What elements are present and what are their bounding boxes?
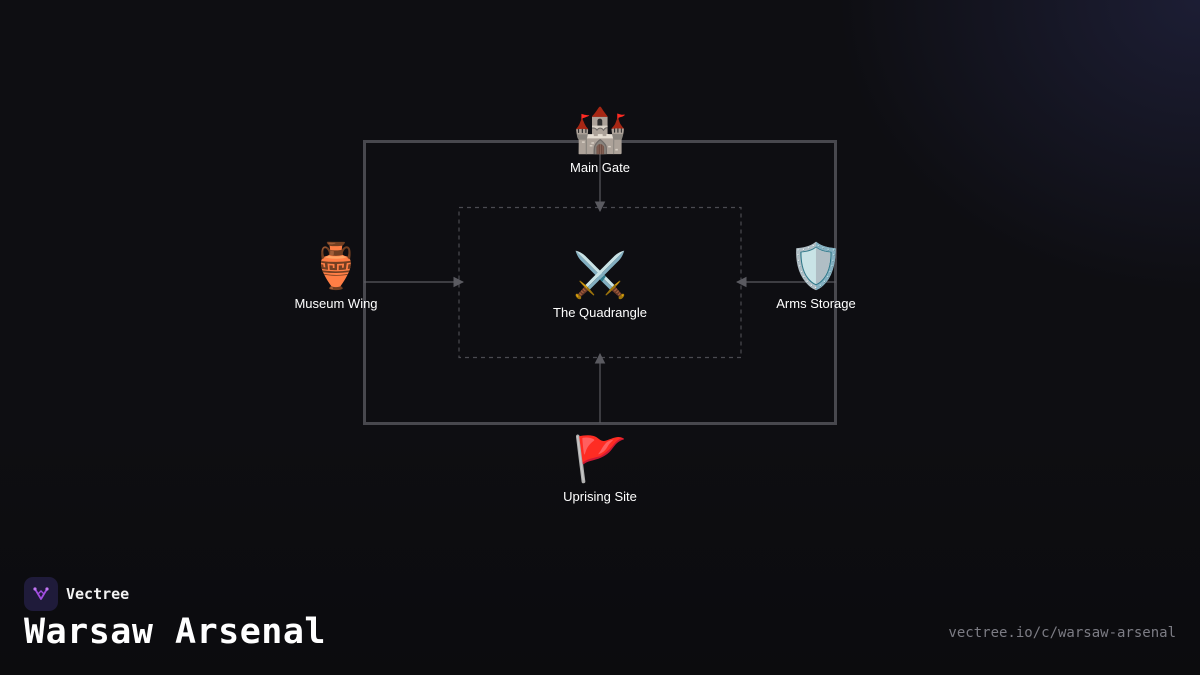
node-museum-wing[interactable]: 🏺 Museum Wing bbox=[294, 241, 378, 312]
node-arms-storage[interactable]: 🛡️ Arms Storage bbox=[776, 241, 856, 312]
node-label: Museum Wing bbox=[294, 296, 378, 311]
node-label: The Quadrangle bbox=[553, 305, 647, 320]
amphora-icon: 🏺 bbox=[308, 241, 364, 292]
node-uprising-site[interactable]: 🚩 Uprising Site bbox=[563, 434, 637, 505]
crossed-swords-icon: ⚔️ bbox=[572, 250, 628, 301]
page-title: Warsaw Arsenal bbox=[24, 612, 327, 652]
node-label: Uprising Site bbox=[563, 489, 637, 504]
brand[interactable]: Vectree bbox=[24, 577, 129, 611]
vectree-logo-icon bbox=[24, 577, 58, 611]
red-flag-icon: 🚩 bbox=[572, 434, 628, 485]
shield-icon: 🛡️ bbox=[788, 241, 844, 292]
node-quadrangle[interactable]: ⚔️ The Quadrangle bbox=[553, 250, 647, 321]
node-label: Arms Storage bbox=[776, 296, 856, 311]
brand-name: Vectree bbox=[66, 585, 130, 603]
node-label: Main Gate bbox=[570, 160, 630, 175]
node-main-gate[interactable]: 🏰 Main Gate bbox=[570, 105, 630, 176]
castle-icon: 🏰 bbox=[572, 105, 628, 156]
page-url[interactable]: vectree.io/c/warsaw-arsenal bbox=[948, 625, 1176, 641]
